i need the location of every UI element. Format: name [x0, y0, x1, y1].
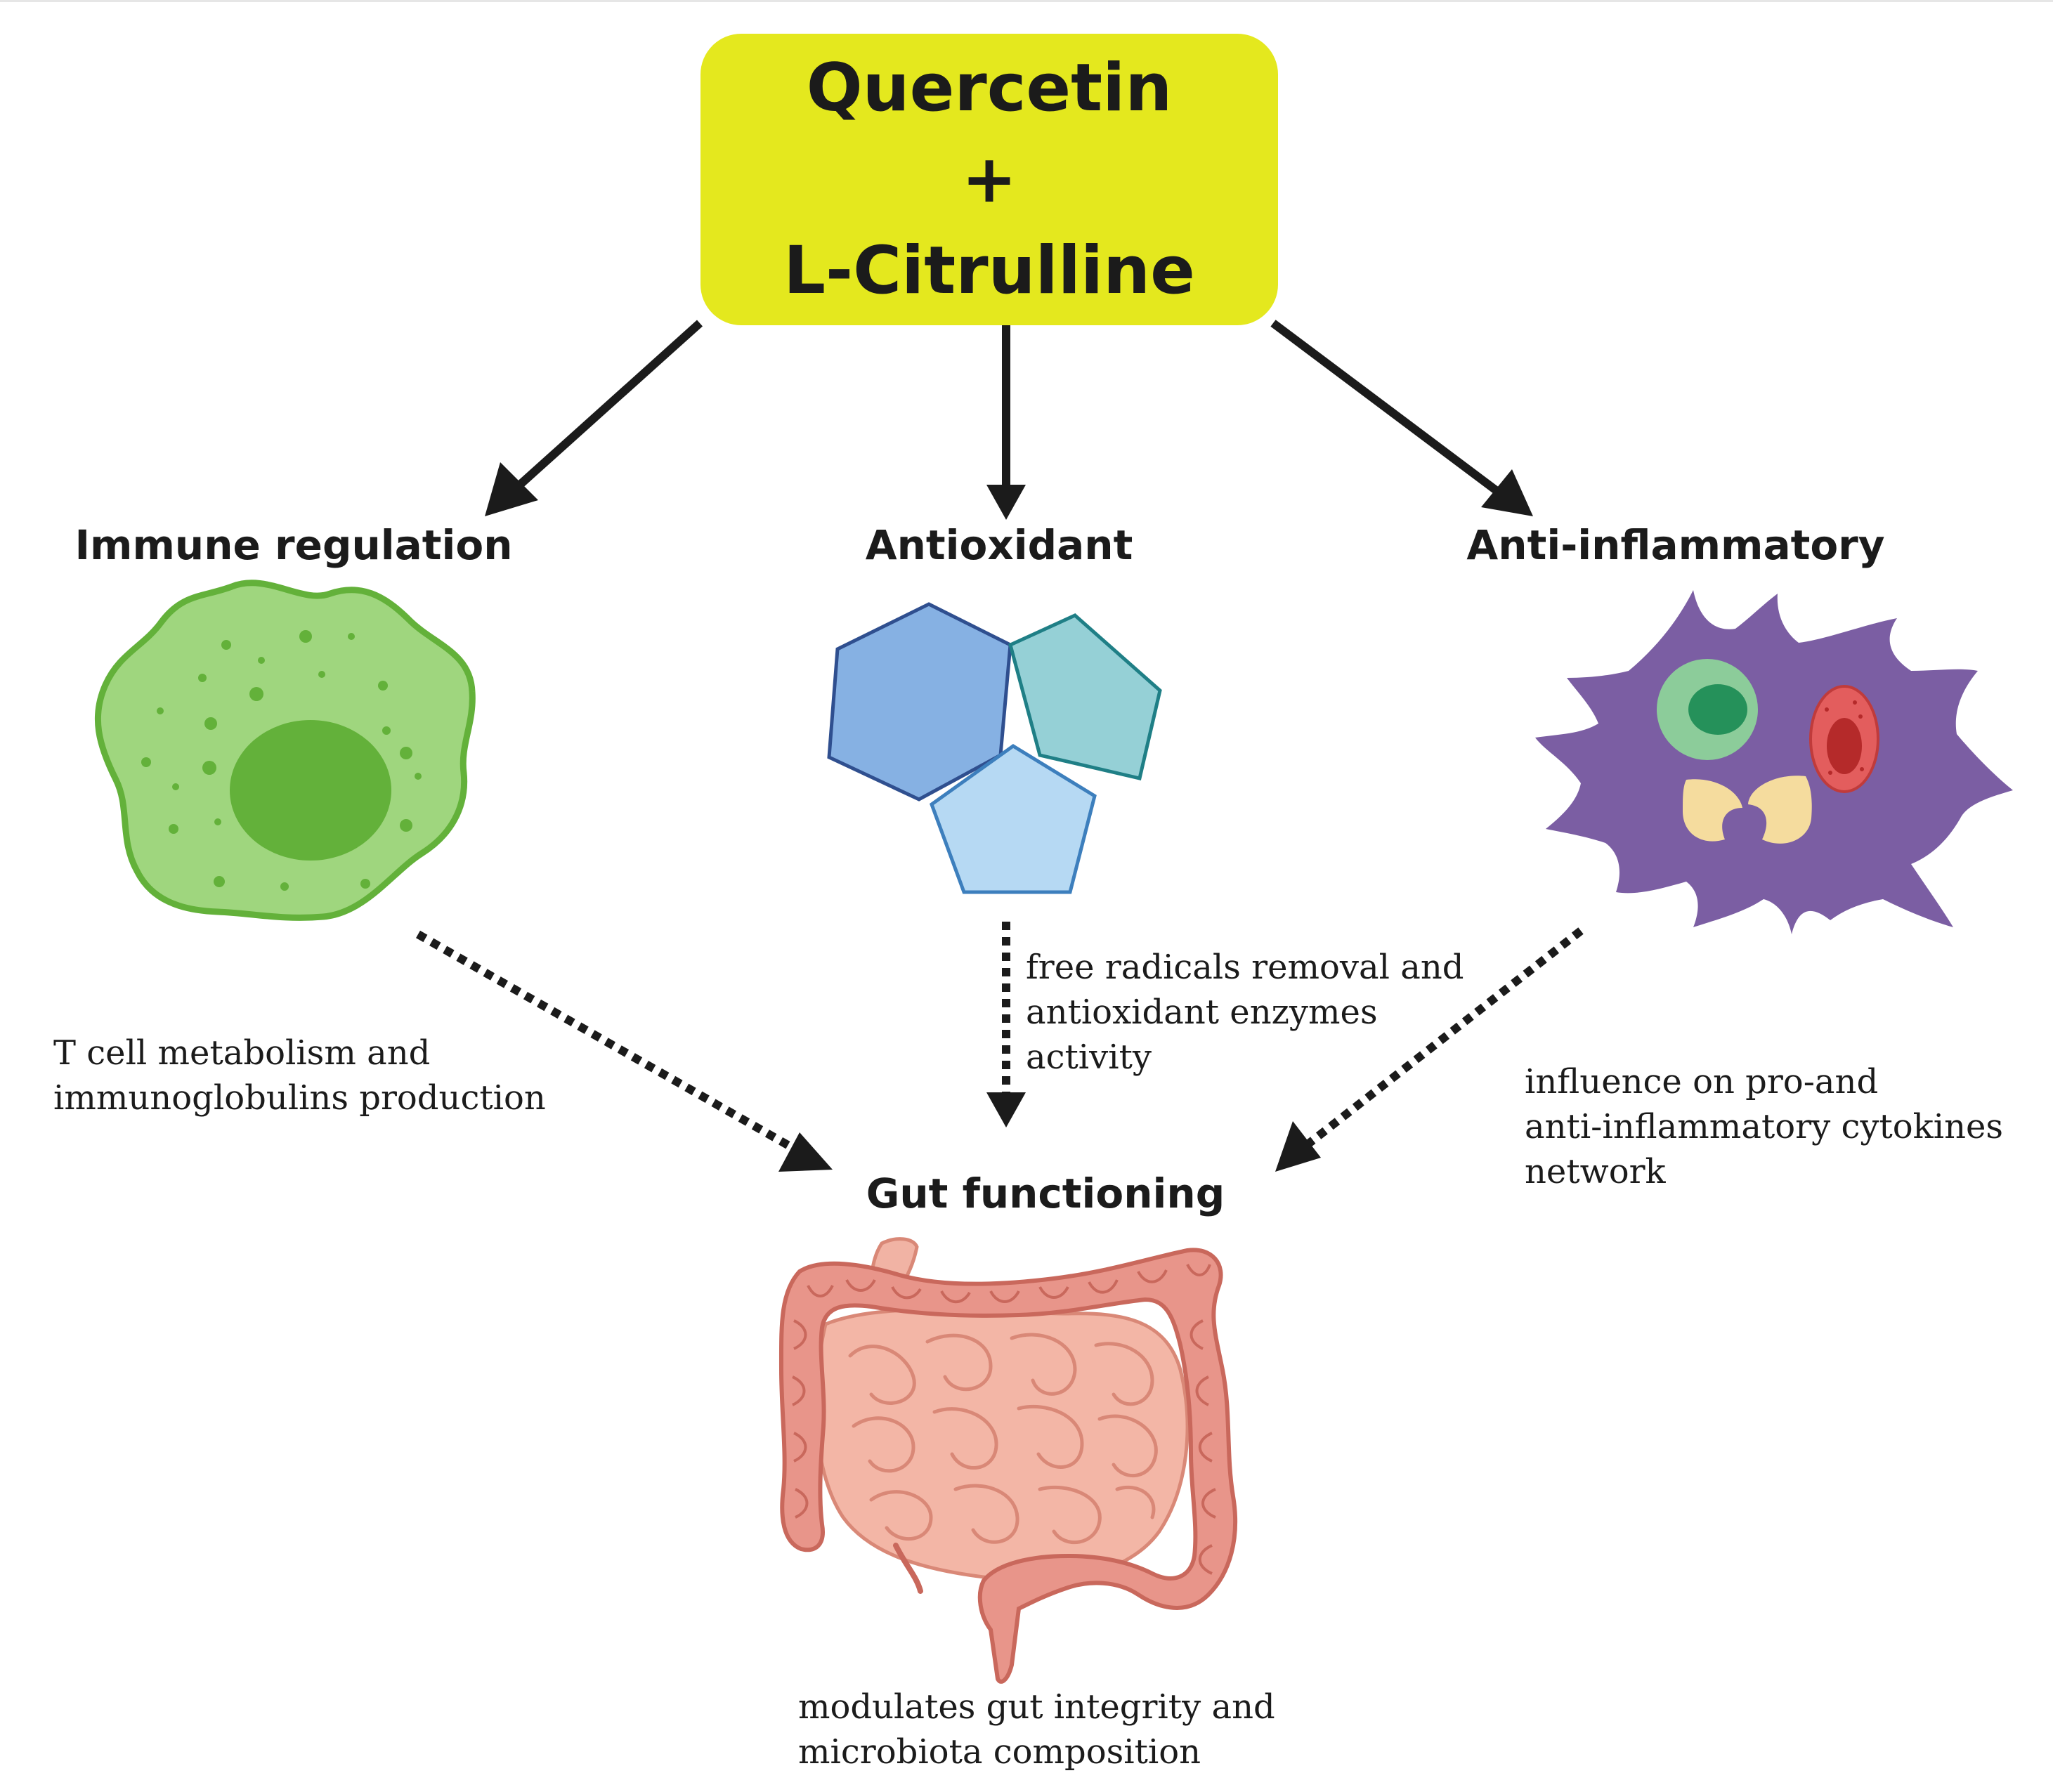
note-antioxidant-line-3: activity — [1026, 1038, 1152, 1077]
note-anti-inflammatory: influence on pro-and anti-inflammatory c… — [1525, 1059, 2003, 1194]
note-antioxidant-line-1: free radicals removal and — [1026, 948, 1464, 987]
heading-anti-inflammatory: Anti-inflammatory — [1466, 521, 1885, 569]
arrow-to-immune — [516, 320, 703, 488]
arrowhead-immune — [485, 462, 538, 516]
arrowhead-antioxidant — [986, 485, 1026, 520]
note-gut: modulates gut integrity and microbiota c… — [798, 1685, 1275, 1774]
note-immune: T cell metabolism and immunoglobulins pr… — [53, 1031, 546, 1120]
heading-antioxidant: Antioxidant — [865, 521, 1133, 569]
intestine-icon — [778, 1237, 1238, 1684]
title-line-citrulline: L-Citrulline — [783, 232, 1195, 309]
note-anti-inflammatory-line-2: anti-inflammatory cytokines — [1525, 1107, 2004, 1146]
solid-arrows — [485, 320, 1533, 520]
arrowhead-anti-inflammatory — [1481, 469, 1533, 516]
note-anti-inflammatory-line-3: network — [1525, 1152, 1666, 1191]
dotted-arrowhead-anti-inflammatory — [1275, 1121, 1321, 1172]
note-antioxidant: free radicals removal and antioxidant en… — [1026, 945, 1464, 1080]
dotted-arrowhead-immune — [778, 1132, 833, 1172]
title-line-quercetin: Quercetin — [806, 49, 1173, 126]
dotted-arrow-immune — [416, 930, 796, 1153]
title-line-plus: + — [961, 140, 1017, 218]
note-immune-line-1: T cell metabolism and — [53, 1033, 431, 1073]
top-border — [0, 0, 2053, 2]
note-immune-line-2: immunoglobulins production — [53, 1078, 546, 1118]
dendritic-cell-icon — [1535, 590, 2013, 934]
note-gut-line-1: modulates gut integrity and — [798, 1687, 1275, 1727]
heading-immune-regulation: Immune regulation — [74, 521, 513, 569]
dotted-arrow-anti-inflammatory — [1304, 927, 1584, 1149]
note-anti-inflammatory-line-1: influence on pro-and — [1525, 1062, 1879, 1101]
note-gut-line-2: microbiota composition — [798, 1732, 1201, 1772]
dotted-arrowhead-antioxidant — [986, 1092, 1026, 1127]
note-antioxidant-line-2: antioxidant enzymes — [1026, 993, 1378, 1032]
antioxidant-molecules-icon — [827, 602, 1162, 894]
heading-gut-functioning: Gut functioning — [866, 1170, 1225, 1217]
dotted-arrows — [416, 922, 1584, 1172]
title-box: Quercetin + L-Citrulline — [700, 34, 1278, 325]
t-cell-icon — [94, 580, 476, 921]
arrow-to-anti-inflammatory — [1270, 320, 1501, 495]
